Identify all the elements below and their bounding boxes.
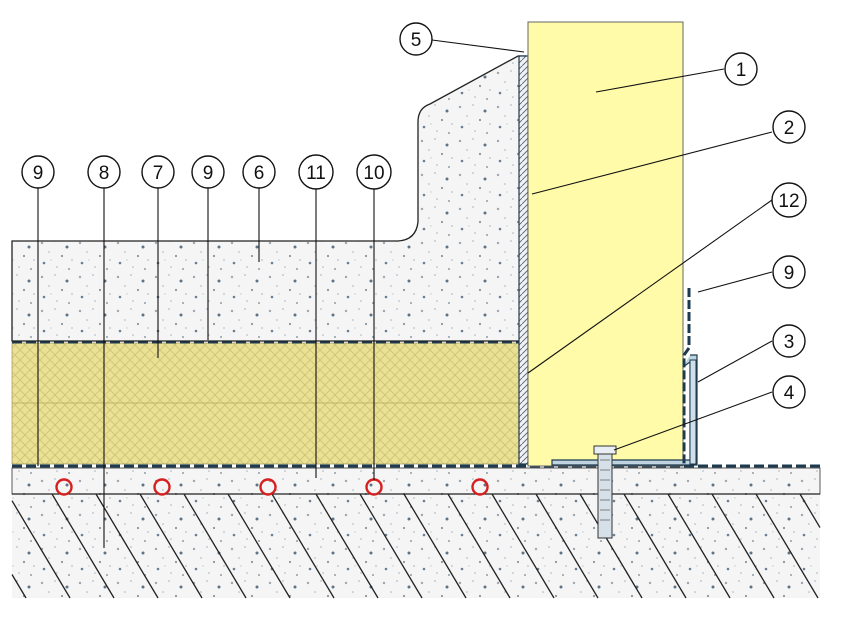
- anchor-bolt: [593, 445, 617, 539]
- svg-text:10: 10: [363, 163, 384, 184]
- callout-8: 8: [87, 155, 121, 189]
- slab-hatch-line: [315, 493, 379, 599]
- callout-1: 1: [724, 52, 758, 86]
- svg-text:4: 4: [784, 383, 795, 404]
- right-vertical-membrane: [682, 288, 691, 466]
- slab-hatch-line: [667, 493, 731, 599]
- callout-7: 7: [141, 155, 175, 189]
- heating-pipe: [55, 478, 73, 496]
- slab-hatch-line: [359, 493, 423, 599]
- svg-text:2: 2: [784, 118, 795, 139]
- callout-4: 4: [772, 375, 806, 409]
- svg-text:9: 9: [203, 163, 214, 184]
- svg-text:9: 9: [784, 263, 795, 284]
- slab-hatch-line: [271, 493, 335, 599]
- svg-text:8: 8: [99, 163, 110, 184]
- leader-lines: [37, 39, 773, 548]
- slab-hatch-line: [227, 493, 291, 599]
- heating-pipe: [259, 478, 277, 496]
- callouts: 1 2 12 9 3 4 5 9: [21, 22, 807, 409]
- heated-screed-layer: [11, 467, 821, 495]
- callout-12: 12: [771, 182, 807, 218]
- slab-hatch-line: [711, 493, 775, 599]
- heating-pipe: [471, 478, 489, 496]
- concrete-screed-block: [11, 55, 527, 342]
- callout-2: 2: [772, 110, 806, 144]
- callout-5: 5: [399, 22, 433, 56]
- callout-9-right: 9: [772, 255, 806, 289]
- slab-hatch-line: [403, 493, 467, 599]
- slab-hatch-line: [139, 493, 203, 599]
- slab-hatch-line: [535, 493, 599, 599]
- svg-text:9: 9: [33, 163, 44, 184]
- svg-text:6: 6: [254, 163, 265, 184]
- callout-3: 3: [772, 324, 806, 358]
- heating-pipe: [153, 478, 171, 496]
- svg-text:5: 5: [411, 30, 422, 51]
- callout-9-middle: 9: [191, 155, 225, 189]
- slab-hatch-line: [755, 493, 819, 599]
- slab-hatch-line: [11, 574, 27, 599]
- slab-hatch-line: [491, 493, 555, 599]
- svg-text:7: 7: [153, 163, 164, 184]
- slab-hatch-line: [623, 493, 687, 599]
- callout-6: 6: [242, 155, 276, 189]
- insulation-panel: [527, 21, 684, 467]
- svg-text:3: 3: [784, 332, 795, 353]
- slab-hatch-line: [95, 493, 159, 599]
- callout-9-left: 9: [21, 155, 55, 189]
- slab-hatch-line: [183, 493, 247, 599]
- mineral-wool-layer: [11, 342, 527, 465]
- callout-10: 10: [356, 154, 392, 190]
- slab-hatch-line: [579, 493, 643, 599]
- slab-hatch-line: [11, 500, 71, 599]
- callout-11: 11: [298, 154, 334, 190]
- edge-strip: [518, 55, 529, 465]
- svg-text:11: 11: [306, 163, 326, 184]
- slab-hatch-line: [447, 493, 511, 599]
- svg-text:12: 12: [778, 191, 799, 212]
- angle-bracket: [551, 354, 698, 466]
- slab-hatch-line: [51, 493, 115, 599]
- svg-text:1: 1: [736, 60, 747, 81]
- base-slab: [11, 493, 821, 599]
- slab-hatch-line: [799, 493, 821, 528]
